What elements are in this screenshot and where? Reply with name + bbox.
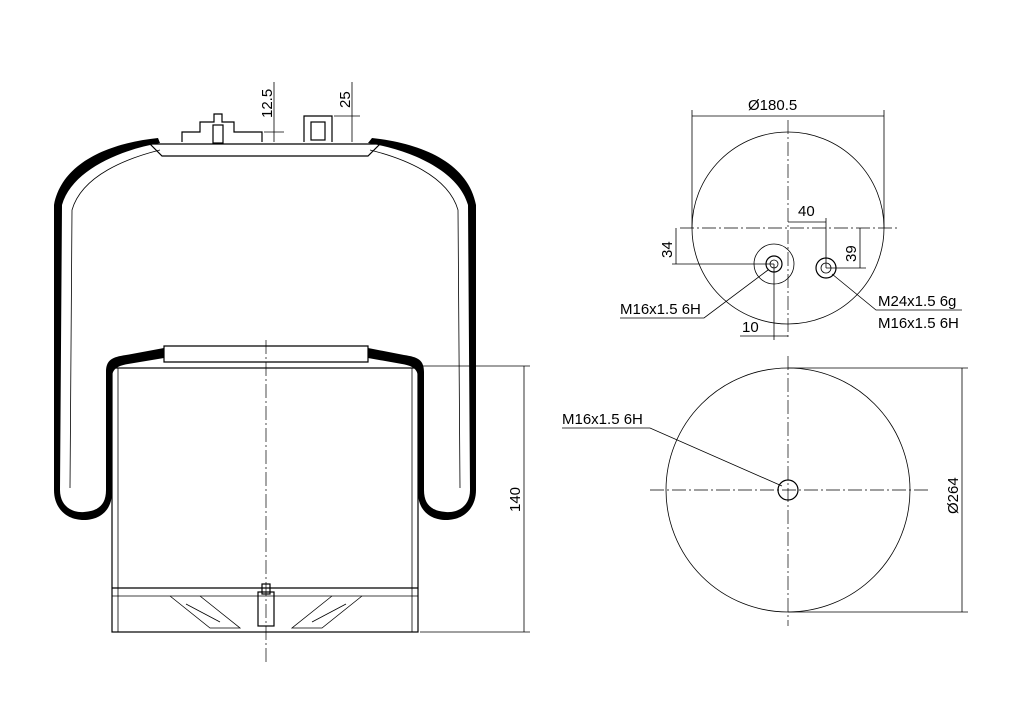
label-right-thread-2: M16x1.5 6H bbox=[878, 315, 959, 332]
side-view: 140 12.5 25 bbox=[54, 82, 530, 665]
base-stud-tip bbox=[261, 583, 271, 595]
bottom-view: M16x1.5 6H Ø264 bbox=[562, 356, 968, 626]
base-rib-left bbox=[169, 595, 242, 629]
dim-12-5-label: 12.5 bbox=[259, 89, 276, 118]
label-right-thread-1: M24x1.5 6g bbox=[878, 293, 956, 310]
top-fitting-stud bbox=[212, 124, 224, 144]
dim-140-label: 140 bbox=[507, 487, 524, 512]
base-rib-right-inner bbox=[311, 603, 347, 623]
bellows-inner-left bbox=[69, 149, 161, 489]
dim-25-label: 25 bbox=[337, 91, 354, 108]
dim-10-label: 10 bbox=[742, 319, 759, 336]
top-fitting-left bbox=[181, 113, 263, 142]
dim-d264-label: Ø264 bbox=[945, 477, 962, 514]
bellows-inner-right bbox=[369, 149, 461, 489]
bellows-right bbox=[368, 138, 476, 520]
piston-cap bbox=[163, 345, 369, 363]
dim-40-label: 40 bbox=[798, 203, 815, 220]
dim-34-label: 34 bbox=[659, 241, 676, 258]
bellows-left bbox=[54, 138, 164, 520]
leader-right-thread bbox=[831, 273, 962, 311]
label-left-thread: M16x1.5 6H bbox=[620, 301, 701, 318]
leader-left-thread bbox=[620, 269, 769, 319]
top-plate bbox=[148, 143, 382, 157]
base-rib-left-inner bbox=[185, 603, 221, 623]
label-bottom-thread: M16x1.5 6H bbox=[562, 411, 643, 428]
leader-bottom-thread bbox=[562, 427, 783, 487]
dim-d180-label: Ø180.5 bbox=[748, 97, 797, 114]
bottom-hole bbox=[777, 479, 799, 501]
base-rib-right bbox=[290, 595, 363, 629]
top-fitting-right bbox=[303, 115, 333, 142]
dim-39-label: 39 bbox=[843, 245, 860, 262]
piston-body bbox=[111, 367, 419, 633]
base-stud bbox=[257, 591, 275, 627]
top-view: Ø180.5 40 34 39 10 M16x1.5 6H M24x1.5 6g… bbox=[620, 97, 962, 340]
top-fitting-port bbox=[310, 121, 326, 141]
